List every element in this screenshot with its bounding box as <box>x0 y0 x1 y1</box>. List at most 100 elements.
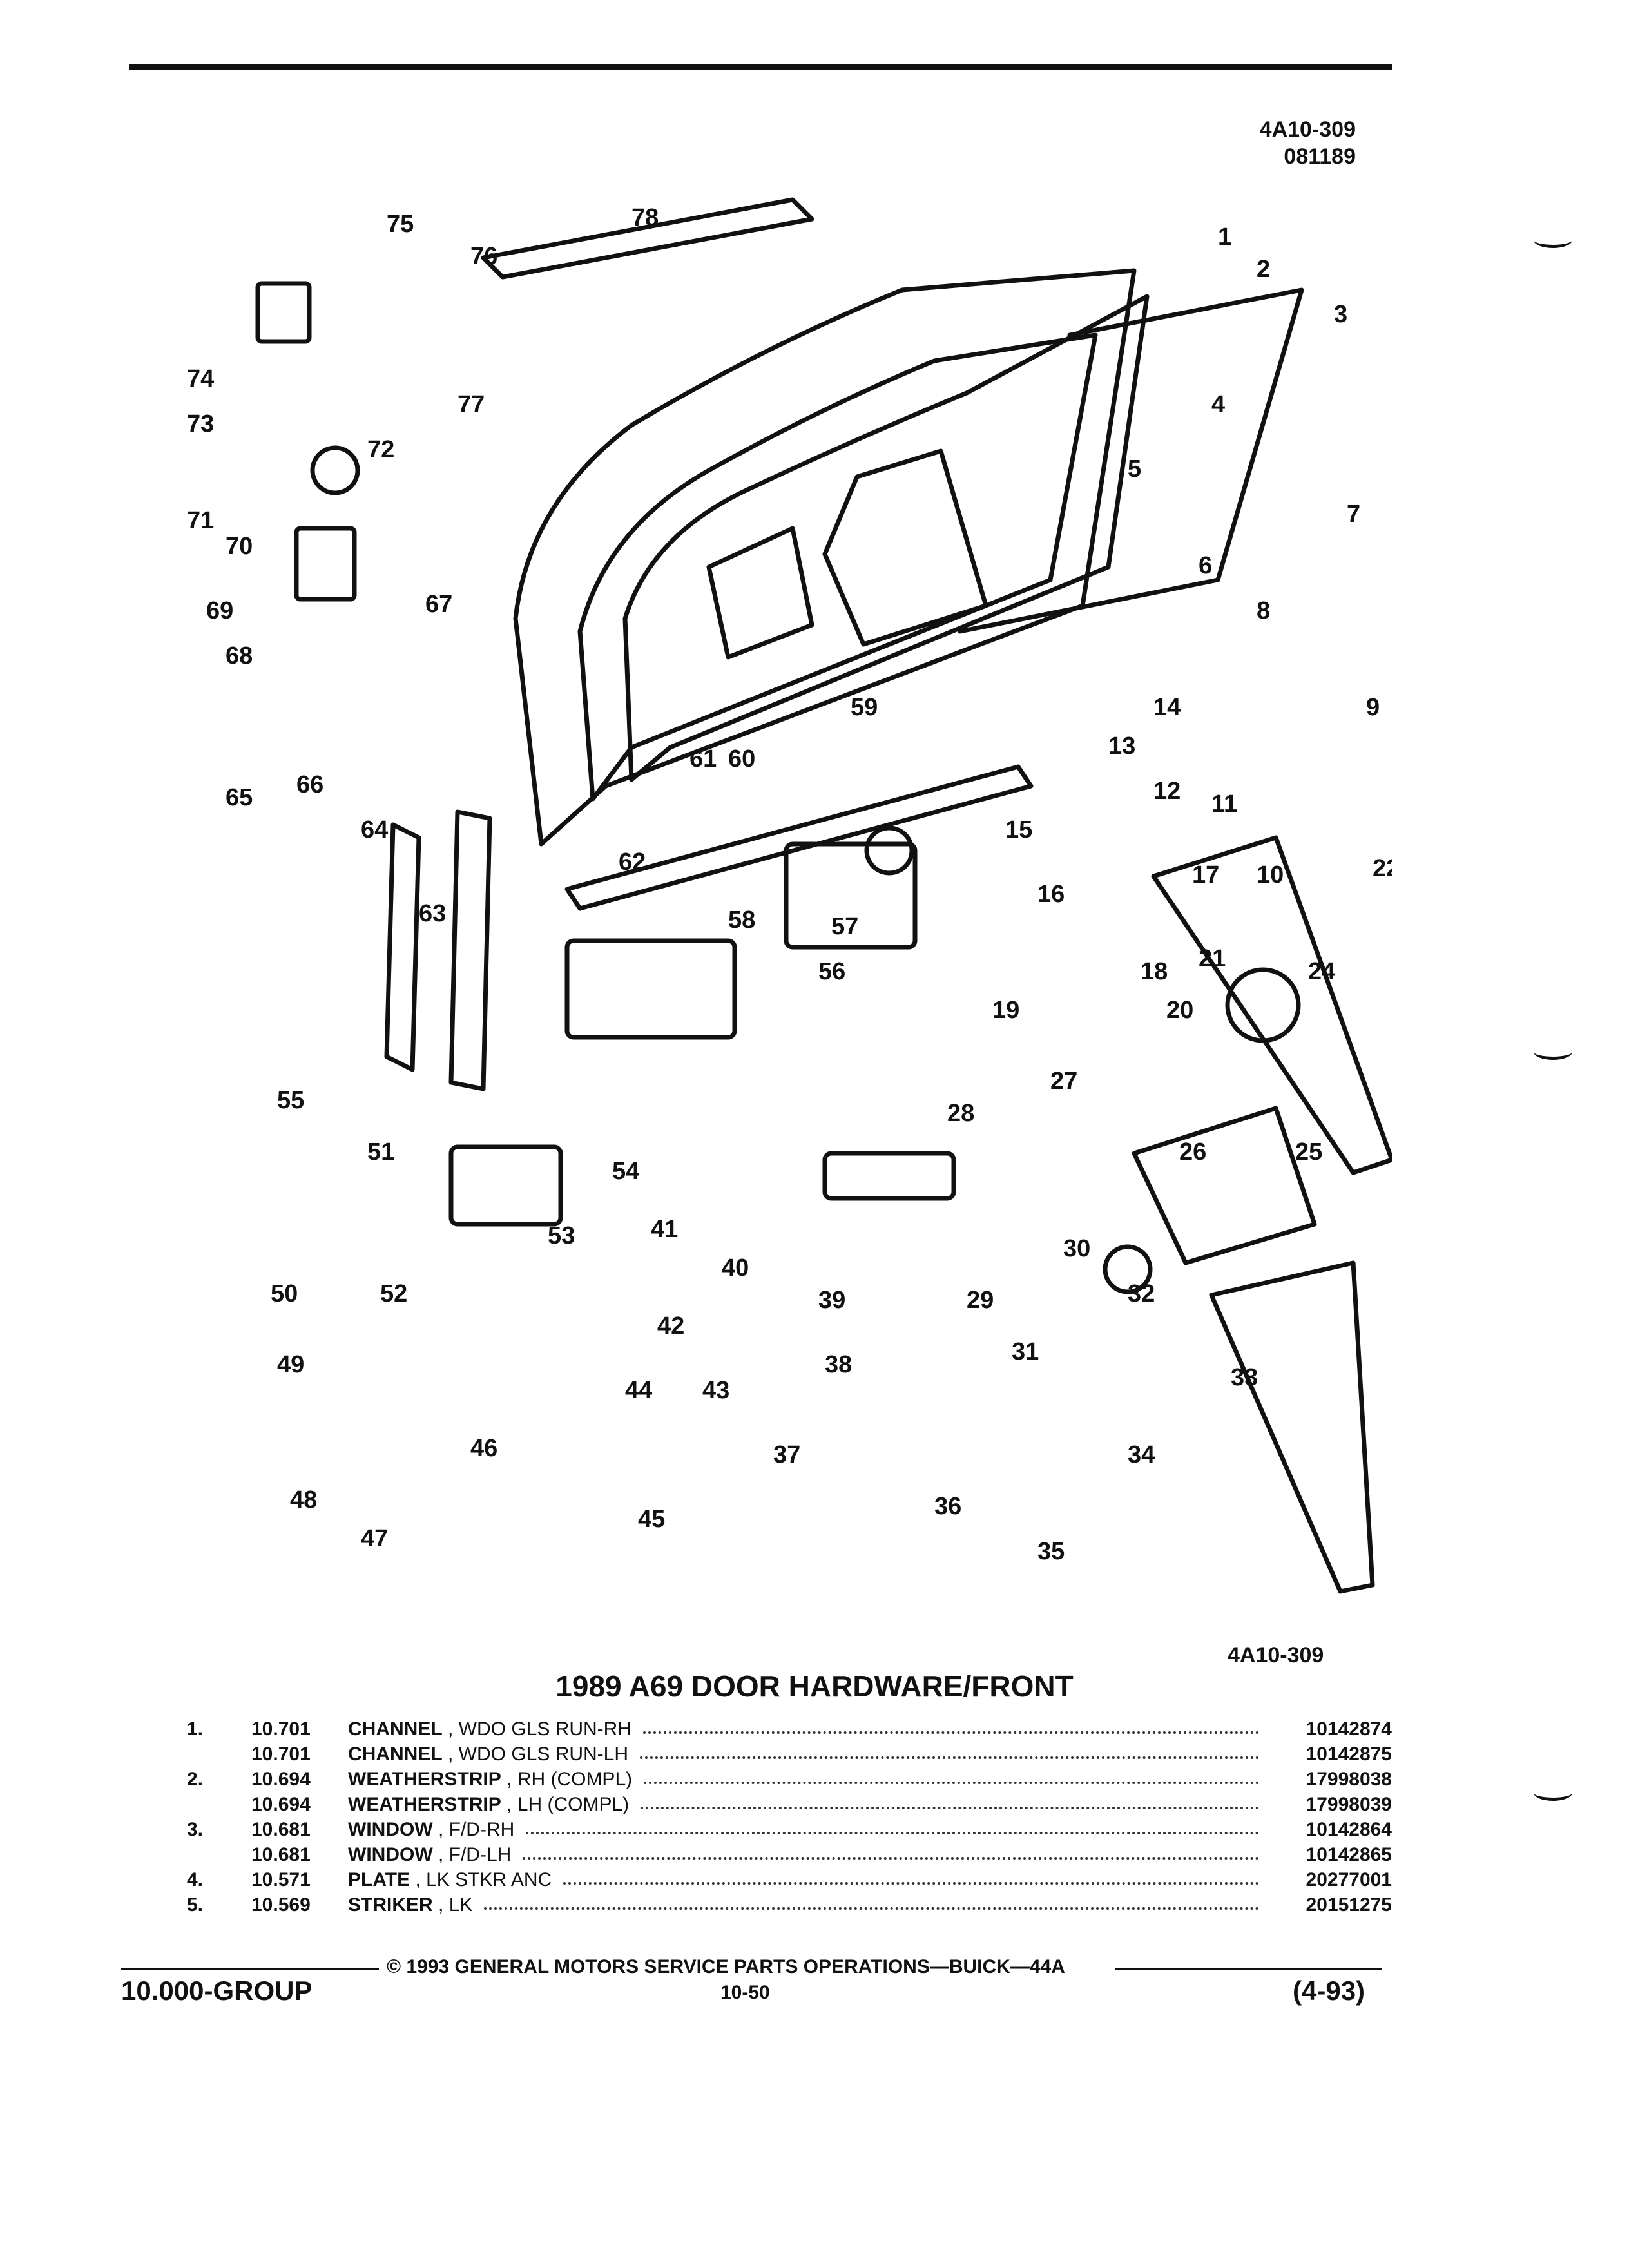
callout-67: 67 <box>425 591 452 618</box>
group-number: 10.701 <box>251 1718 311 1740</box>
callout-74: 74 <box>187 365 214 392</box>
item-number: 3. <box>187 1819 204 1840</box>
callout-27: 27 <box>1050 1068 1077 1095</box>
callout-15: 15 <box>1005 816 1032 843</box>
callout-58: 58 <box>728 907 755 934</box>
footer-rule-right <box>1115 1968 1382 1970</box>
part-description: WEATHERSTRIP , RH (COMPL) <box>348 1769 632 1791</box>
leader-dots <box>563 1882 1259 1885</box>
callout-39: 39 <box>818 1287 845 1314</box>
part-number: 10142864 <box>1306 1819 1392 1840</box>
callout-68: 68 <box>226 642 253 669</box>
callout-2: 2 <box>1257 256 1270 283</box>
callout-60: 60 <box>728 745 755 773</box>
copyright-notice: © 1993 GENERAL MOTORS SERVICE PARTS OPER… <box>387 1956 1065 1977</box>
top-rule <box>129 64 1392 70</box>
part-description: CHANNEL , WDO GLS RUN-RH <box>348 1718 631 1740</box>
callout-62: 62 <box>619 849 646 876</box>
part-description: CHANNEL , WDO GLS RUN-LH <box>348 1744 628 1765</box>
callout-35: 35 <box>1037 1538 1065 1565</box>
callout-57: 57 <box>831 913 858 940</box>
callout-7: 7 <box>1347 501 1360 528</box>
callout-40: 40 <box>722 1254 749 1282</box>
callout-9: 9 <box>1366 694 1380 721</box>
callout-12: 12 <box>1153 778 1181 805</box>
callout-28: 28 <box>947 1100 974 1127</box>
callout-66: 66 <box>296 771 323 798</box>
page-title: 1989 A69 DOOR HARDWARE/FRONT <box>555 1669 1074 1703</box>
callout-73: 73 <box>187 410 214 437</box>
callout-48: 48 <box>290 1486 317 1514</box>
group-label: 10.000-GROUP <box>121 1975 313 2006</box>
callout-24: 24 <box>1308 958 1335 985</box>
leader-dots <box>644 1782 1259 1784</box>
item-number: 5. <box>187 1894 204 1916</box>
callout-26: 26 <box>1179 1139 1206 1166</box>
callout-69: 69 <box>206 597 233 624</box>
leader-dots <box>526 1832 1259 1834</box>
callout-8: 8 <box>1257 597 1270 624</box>
part-number: 17998038 <box>1306 1769 1392 1790</box>
revision-date: (4-93) <box>1293 1975 1365 2006</box>
part-description: STRIKER , LK <box>348 1894 472 1916</box>
callout-32: 32 <box>1128 1280 1155 1307</box>
part-number: 20277001 <box>1306 1869 1392 1890</box>
leader-dots <box>643 1731 1259 1734</box>
callout-21: 21 <box>1199 945 1226 972</box>
callout-42: 42 <box>657 1312 684 1340</box>
callout-53: 53 <box>548 1222 575 1249</box>
callout-10: 10 <box>1257 861 1284 889</box>
callout-70: 70 <box>226 533 253 560</box>
callout-37: 37 <box>773 1441 800 1468</box>
leader-dots <box>523 1857 1259 1860</box>
part-description: PLATE , LK STKR ANC <box>348 1869 552 1891</box>
callout-29: 29 <box>967 1287 994 1314</box>
callout-20: 20 <box>1166 997 1193 1024</box>
callout-25: 25 <box>1295 1139 1322 1166</box>
callout-63: 63 <box>419 900 446 927</box>
callout-46: 46 <box>470 1435 497 1462</box>
callout-49: 49 <box>277 1351 304 1378</box>
callout-77: 77 <box>458 391 485 418</box>
callout-61: 61 <box>689 745 717 773</box>
date-code: 081189 <box>1284 144 1356 169</box>
part-number: 10142874 <box>1306 1718 1392 1740</box>
leader-dots <box>484 1907 1259 1910</box>
callout-41: 41 <box>651 1216 678 1243</box>
callout-4: 4 <box>1211 391 1225 418</box>
group-number: 10.681 <box>251 1819 311 1840</box>
callout-30: 30 <box>1063 1235 1090 1262</box>
callout-64: 64 <box>361 816 388 843</box>
figure-code: 4A10-309 <box>1259 117 1356 142</box>
callout-1: 1 <box>1218 224 1231 251</box>
part-qualifier: , WDO GLS RUN-RH <box>442 1718 632 1740</box>
part-name: CHANNEL <box>348 1744 443 1765</box>
margin-mark <box>1534 1785 1572 1801</box>
margin-mark <box>1534 1044 1572 1060</box>
part-description: WEATHERSTRIP , LH (COMPL) <box>348 1794 629 1816</box>
margin-mark <box>1534 232 1572 248</box>
callout-50: 50 <box>271 1280 298 1307</box>
part-number: 17998039 <box>1306 1794 1392 1815</box>
callout-14: 14 <box>1153 694 1181 721</box>
callout-56: 56 <box>818 958 845 985</box>
part-number: 10142875 <box>1306 1744 1392 1765</box>
callout-16: 16 <box>1037 881 1065 908</box>
callout-47: 47 <box>361 1525 388 1552</box>
callout-71: 71 <box>187 507 214 534</box>
group-number: 10.694 <box>251 1794 311 1815</box>
part-name: WEATHERSTRIP <box>348 1769 501 1790</box>
item-number: 1. <box>187 1718 204 1740</box>
callout-51: 51 <box>367 1139 394 1166</box>
part-qualifier: , LK STKR ANC <box>410 1869 552 1890</box>
page-number: 10-50 <box>720 1982 770 2003</box>
part-number: 20151275 <box>1306 1894 1392 1916</box>
callout-17: 17 <box>1192 861 1219 889</box>
callout-76: 76 <box>470 243 497 270</box>
item-number: 4. <box>187 1869 204 1890</box>
